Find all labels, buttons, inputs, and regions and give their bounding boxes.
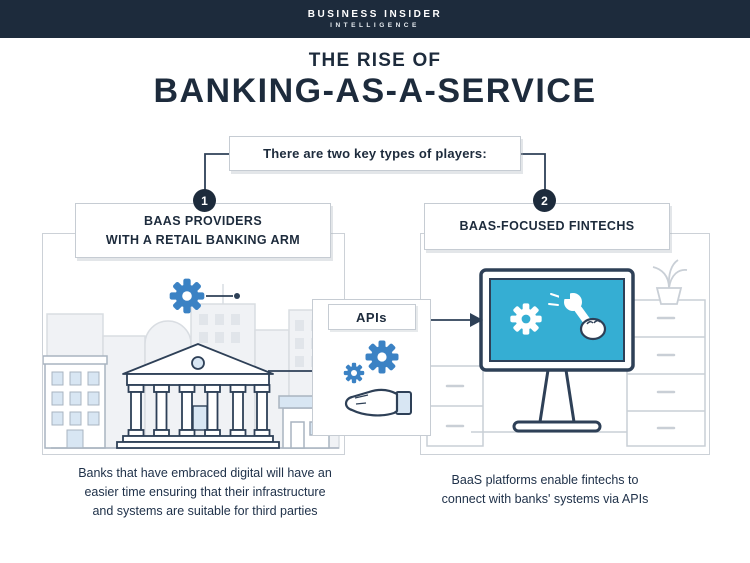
player1-caption: Banks that have embraced digital will ha… bbox=[78, 466, 332, 518]
intro-box: There are two key types of players: bbox=[229, 136, 521, 171]
gear-icon bbox=[165, 274, 209, 323]
hand-gears-icon bbox=[343, 340, 412, 417]
brand-name: BUSINESS INSIDER bbox=[307, 9, 443, 20]
hand-icon bbox=[344, 388, 412, 417]
plant-icon bbox=[652, 259, 688, 305]
brand-header: BUSINESS INSIDER INTELLIGENCE bbox=[0, 0, 750, 38]
monitor-icon bbox=[479, 268, 635, 433]
bank-panel bbox=[42, 233, 345, 455]
intro-text: There are two key types of players: bbox=[263, 146, 487, 161]
fintech-panel bbox=[420, 233, 710, 455]
connector-intro-right bbox=[517, 153, 546, 190]
side-building-windows bbox=[51, 371, 100, 449]
wrench-hand-icon bbox=[548, 288, 607, 341]
badge-2: 2 bbox=[533, 189, 556, 212]
bank-icon bbox=[116, 343, 280, 449]
badge-1: 1 bbox=[193, 189, 216, 212]
apis-label-box: APIs bbox=[327, 304, 416, 330]
player1-label: BAAS PROVIDERS WITH A RETAIL BANKING ARM bbox=[105, 213, 301, 247]
brand-subtitle: INTELLIGENCE bbox=[330, 22, 420, 29]
page-title: BANKING-AS-A-SERVICE bbox=[153, 72, 597, 110]
player2-label: BAAS-FOCUSED FINTECHS bbox=[459, 219, 635, 234]
bank-illustration bbox=[42, 284, 340, 449]
title-kicker: THE RISE OF bbox=[308, 50, 442, 71]
apis-panel: APIs bbox=[312, 299, 431, 436]
fintech-illustration bbox=[426, 259, 706, 447]
apis-label: APIs bbox=[356, 309, 387, 325]
player2-caption: BaaS platforms enable fintechs to connec… bbox=[441, 473, 649, 506]
